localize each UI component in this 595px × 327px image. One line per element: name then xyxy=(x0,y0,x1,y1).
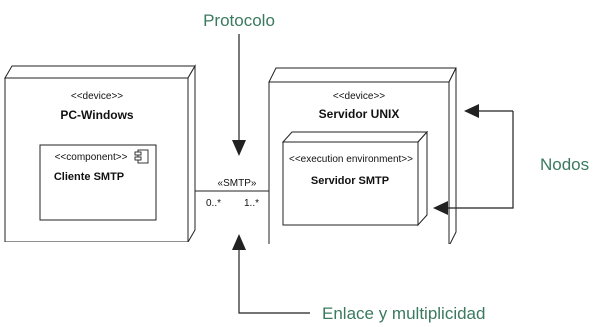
link-annotation-arrow xyxy=(232,234,310,314)
component-icon xyxy=(134,149,149,164)
component-name: Cliente SMTP xyxy=(54,171,124,183)
inner-name: Servidor SMTP xyxy=(311,175,389,187)
link-multiplicity-annotation: Enlace y multiplicidad xyxy=(322,304,485,323)
protocol-arrow xyxy=(232,34,246,156)
nodes-bracket-arrows xyxy=(433,104,514,215)
inner-stereotype: <<execution environment>> xyxy=(289,154,413,165)
node-right-stereotype: <<device>> xyxy=(333,91,385,102)
protocol-annotation: Protocolo xyxy=(203,11,275,30)
node-left-name: PC-Windows xyxy=(60,108,134,122)
link-stereotype: «SMTP» xyxy=(218,178,257,189)
nodes-annotation: Nodos xyxy=(540,155,589,174)
node-servidor-smtp[interactable] xyxy=(281,130,429,227)
multiplicity-left: 0..* xyxy=(206,198,221,209)
node-right-name: Servidor UNIX xyxy=(319,107,400,121)
component-stereotype: <<component>> xyxy=(55,152,128,163)
multiplicity-right: 1..* xyxy=(244,198,259,209)
node-left-stereotype: <<device>> xyxy=(71,91,123,102)
